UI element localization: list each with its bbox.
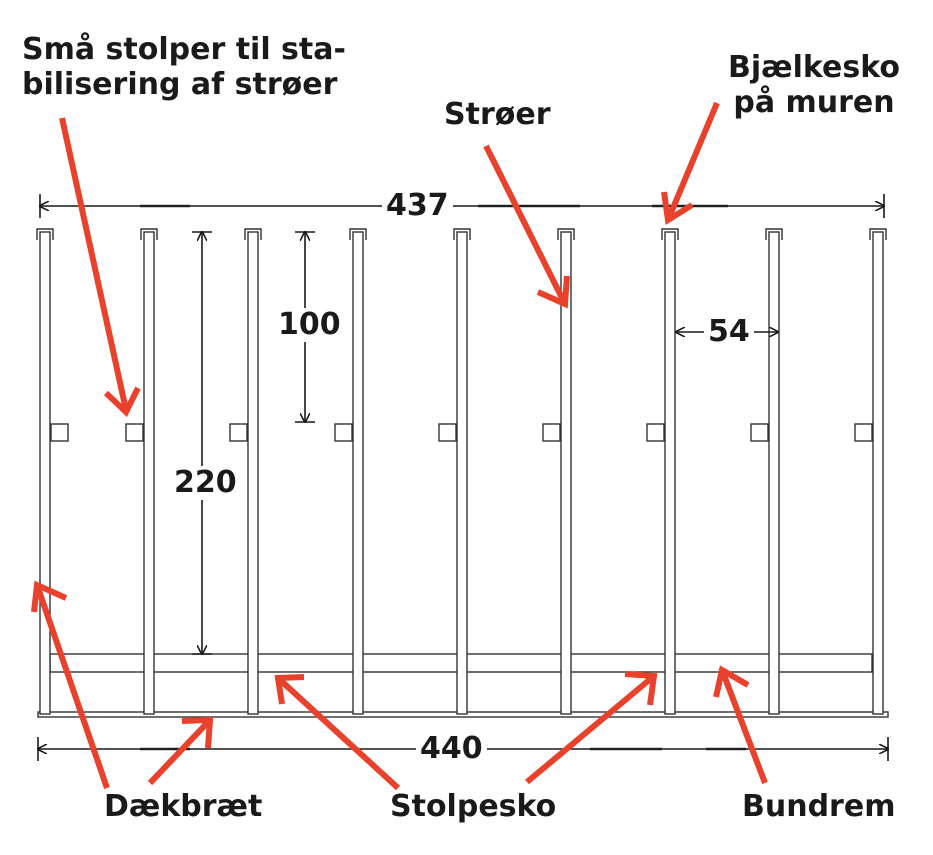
small-post	[125, 423, 144, 442]
arrow-bjaelkesko	[665, 101, 720, 222]
arrow-stroeer	[483, 144, 568, 306]
label-bjaelkesko: Bjælkesko på muren	[728, 50, 900, 120]
label-stolpesko: Stolpesko	[390, 789, 557, 824]
joist	[39, 231, 51, 715]
dim-label-54: 54	[704, 315, 754, 349]
joist	[247, 231, 259, 715]
joists	[39, 231, 884, 715]
joist	[456, 231, 468, 715]
arrow-daekbraet-bottom	[147, 717, 213, 786]
joist-hanger	[453, 228, 471, 240]
dim-label-220: 220	[170, 466, 241, 500]
label-daekbraet: Dækbræt	[104, 789, 263, 824]
label-bjaelkesko-line1: Bjælkesko	[728, 50, 900, 85]
joist	[768, 231, 780, 715]
small-post	[334, 423, 353, 442]
joist-hanger	[661, 228, 679, 240]
joist	[143, 231, 155, 715]
dim-label-440: 440	[416, 732, 487, 766]
small-posts	[50, 423, 873, 442]
small-post	[750, 423, 769, 442]
joist-hangers	[36, 228, 887, 240]
joist	[352, 231, 364, 715]
dim-label-100: 100	[274, 308, 345, 342]
label-smaa-stolper-line2: bilisering af strøer	[22, 67, 338, 102]
joist-hanger	[36, 228, 54, 240]
small-post	[542, 423, 561, 442]
arrow-stolpesko-left	[275, 675, 401, 791]
joist-hanger	[244, 228, 262, 240]
callout-arrows	[31, 101, 768, 791]
label-bundrem: Bundrem	[742, 789, 896, 824]
label-smaa-stolper-line1: Små stolper til sta-	[22, 32, 346, 67]
joist	[664, 231, 676, 715]
arrow-stolpesko-right	[525, 673, 656, 785]
joist-hanger	[349, 228, 367, 240]
label-smaa-stolper: Små stolper til sta- bilisering af strøe…	[22, 32, 346, 102]
joist-hanger	[557, 228, 575, 240]
label-stroeer: Strøer	[444, 97, 551, 132]
small-post	[50, 423, 69, 442]
small-post	[438, 423, 457, 442]
label-bjaelkesko-line2: på muren	[733, 85, 895, 120]
small-post	[229, 423, 248, 442]
arrow-small-posts	[59, 117, 129, 411]
arrow-daekbraet-left	[34, 584, 110, 789]
dim-label-437: 437	[382, 189, 453, 223]
joist-hanger	[140, 228, 158, 240]
small-post	[646, 423, 665, 442]
joist	[872, 231, 884, 715]
small-post	[854, 423, 873, 442]
joist	[560, 231, 572, 715]
joist-hanger	[869, 228, 887, 240]
joist-hanger	[765, 228, 783, 240]
arrow-bundrem	[719, 668, 768, 785]
